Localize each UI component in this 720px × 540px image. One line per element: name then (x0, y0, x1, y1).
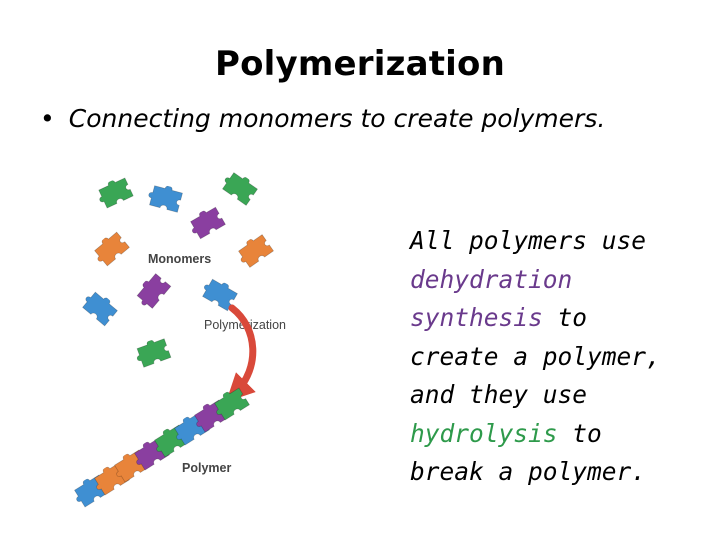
monomer-blue-2 (79, 287, 120, 327)
polymerization-arrow (226, 304, 257, 402)
term-hydrolysis: hydrolysis (410, 418, 558, 448)
bullet-point: • Connecting monomers to create polymers. (40, 104, 700, 133)
body-line-2-term: dehydration (410, 264, 573, 294)
monomer-green-2 (219, 168, 260, 206)
bullet-text: Connecting monomers to create polymers. (68, 104, 606, 133)
body-line-6-rest: to (557, 418, 602, 448)
monomer-green-1 (94, 174, 134, 210)
polymerization-diagram: Monomers Polymerization Polymer (70, 168, 286, 510)
term-synthesis: synthesis (410, 303, 543, 332)
label-polymer: Polymer (182, 461, 231, 475)
monomer-orange-1 (89, 229, 130, 269)
monomer-green-3 (132, 335, 172, 369)
monomer-purple-1 (185, 203, 226, 241)
monomer-blue-1 (145, 181, 184, 213)
body-line-3-rest: to (542, 303, 588, 332)
body-line-3: synthesis to (410, 299, 710, 338)
body-line-5: and they use (410, 380, 588, 409)
bullet-marker: • (40, 104, 55, 133)
body-line-1: All polymers use (410, 226, 647, 255)
body-line-4: create a polymer, (410, 341, 661, 371)
monomer-orange-2 (233, 231, 274, 270)
label-monomers: Monomers (148, 252, 211, 266)
polymer-chain (70, 384, 250, 510)
body-line-7: break a polymer. (410, 457, 647, 486)
slide-title: Polymerization (214, 44, 505, 84)
body-line-6: hydrolysis to (410, 415, 710, 454)
body-text: All polymers use dehydration synthesis t… (410, 222, 710, 492)
monomer-purple-2 (132, 271, 172, 312)
